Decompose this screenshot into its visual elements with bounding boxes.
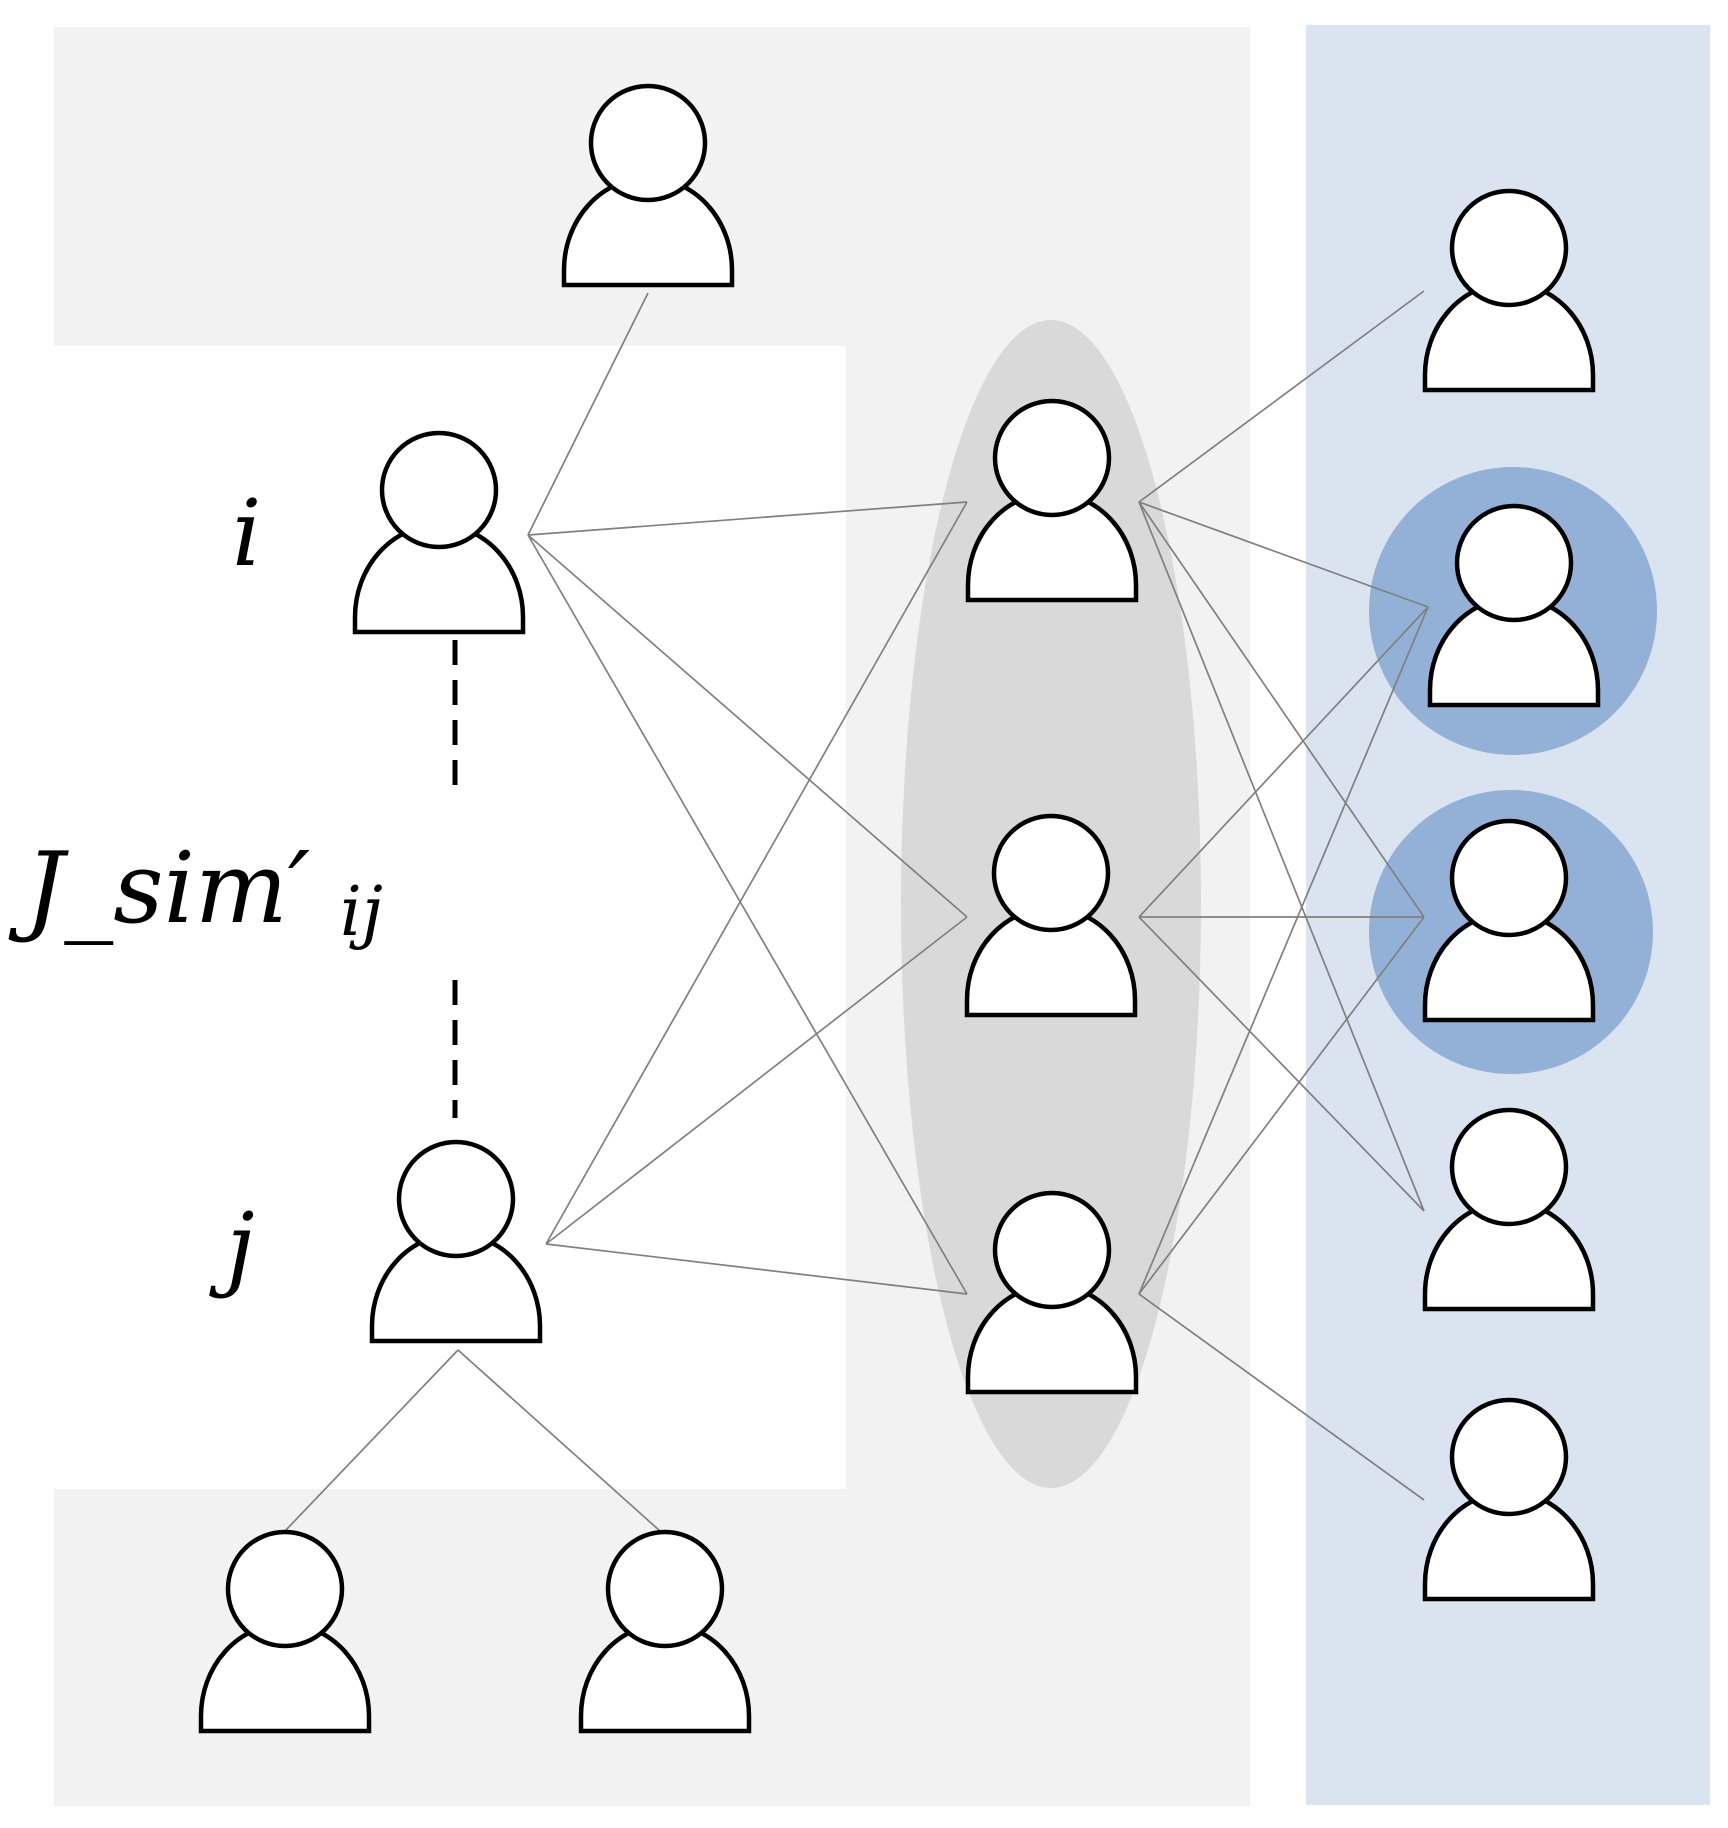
edge	[545, 916, 968, 1245]
edge	[545, 1243, 968, 1295]
edge	[545, 501, 968, 1245]
edge	[1138, 501, 1425, 918]
edge	[1138, 290, 1425, 503]
edge	[1138, 606, 1429, 918]
label-similarity: J_sim′	[8, 832, 310, 946]
user-icon-j	[372, 1142, 540, 1341]
label-j: j	[209, 1193, 255, 1300]
label-similarity-subscript: ij	[340, 873, 383, 952]
edges	[284, 290, 1429, 1532]
edge	[1138, 501, 1425, 1212]
edge	[1138, 606, 1429, 1295]
edge	[1138, 501, 1429, 608]
edge	[1138, 916, 1425, 1212]
edge	[1138, 1293, 1425, 1501]
label-i: i	[232, 480, 261, 587]
edge	[527, 534, 968, 918]
edge	[527, 534, 968, 1295]
edge	[527, 292, 649, 536]
edge	[457, 1349, 661, 1532]
edge	[527, 501, 968, 536]
edge	[284, 1349, 459, 1532]
user-icon-i	[355, 433, 523, 632]
edge	[1138, 916, 1425, 1295]
